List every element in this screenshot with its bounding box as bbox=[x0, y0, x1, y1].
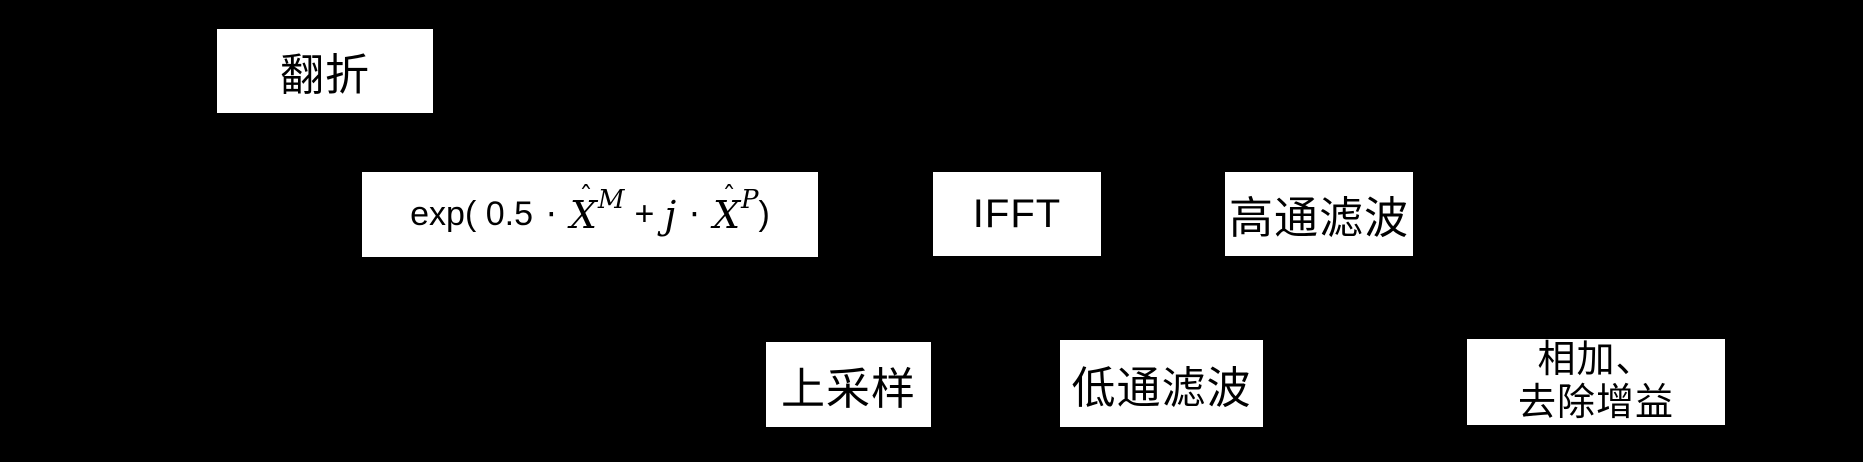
ifft-box: IFFT bbox=[933, 172, 1101, 256]
formula-dot-operator: ⋅ bbox=[546, 195, 557, 234]
lowpass-filter-label: 低通滤波 bbox=[1071, 363, 1252, 413]
upsample-label: 上采样 bbox=[781, 364, 916, 414]
formula-x-symbol: X bbox=[569, 192, 597, 237]
add-remove-gain-box: 相加、 去除增益 bbox=[1467, 339, 1725, 425]
highpass-filter-box: 高通滤波 bbox=[1225, 172, 1413, 256]
formula-prefix: exp( 0.5 bbox=[410, 195, 533, 233]
ifft-box-label: IFFT bbox=[972, 191, 1062, 236]
formula-superscript-m: M bbox=[597, 185, 625, 216]
formula-superscript-p: P bbox=[741, 185, 759, 216]
hat-accent: ˆ bbox=[579, 181, 593, 213]
hat-accent: ˆ bbox=[722, 181, 736, 213]
lowpass-filter-box: 低通滤波 bbox=[1060, 340, 1263, 427]
formula-x-symbol: X bbox=[712, 192, 741, 237]
formula-j-symbol: j bbox=[664, 192, 677, 237]
formula-dot-operator: ⋅ bbox=[689, 195, 700, 234]
formula-close-paren: ) bbox=[758, 195, 770, 233]
flip-box: 翻折 bbox=[217, 29, 433, 113]
add-remove-gain-line2: 去除增益 bbox=[1517, 382, 1674, 424]
flip-box-label: 翻折 bbox=[280, 51, 370, 100]
add-remove-gain-line1: 相加、 bbox=[1537, 339, 1655, 382]
upsample-box: 上采样 bbox=[766, 342, 931, 427]
highpass-filter-label: 高通滤波 bbox=[1229, 194, 1409, 243]
formula-plus-operator: + bbox=[634, 195, 655, 233]
